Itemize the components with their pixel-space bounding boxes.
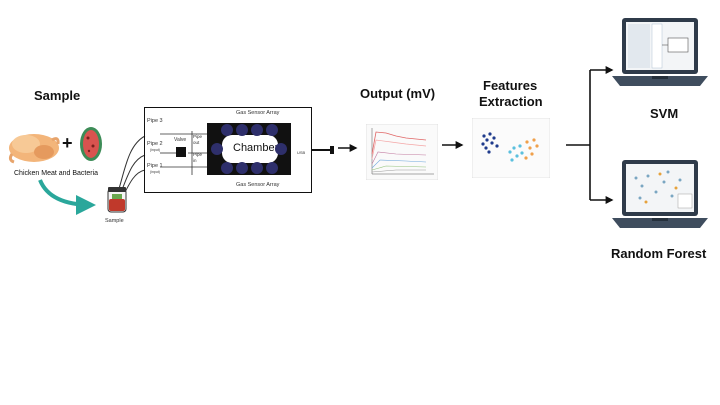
chamber-inner: [222, 135, 278, 163]
jar-label: Sample: [105, 218, 124, 224]
pipe2-sub-label: (input): [150, 148, 160, 152]
random-forest-laptop-icon: [612, 160, 708, 228]
pipe1-sub-label: (input): [150, 170, 160, 174]
device-box: [144, 107, 312, 193]
chicken-meat-icon: [8, 134, 60, 164]
gas-sensor-bottom-label: Gas Sensor Array: [236, 182, 280, 188]
pipe-in-label-a: Pipe: [193, 152, 203, 157]
pipe1-label: Pipe 1: [147, 163, 163, 169]
gas-sensor-top-label: Gas Sensor Array: [236, 110, 280, 116]
pipe-line-1: [117, 135, 146, 193]
valve-block: [176, 147, 186, 157]
device-internal-lines: [160, 131, 208, 175]
sample-arrow: [38, 179, 96, 215]
pipe-in-label-b: in: [193, 158, 197, 163]
features-heading-line1: Features: [483, 78, 538, 93]
features-scatter-plot: [472, 118, 550, 178]
pipe2-label: Pipe 2: [147, 141, 163, 147]
svm-laptop-icon: [612, 18, 708, 86]
pipe-out-label-a: Pipe: [193, 134, 203, 139]
output-signal-plot: [366, 124, 438, 180]
plus-sign: +: [62, 133, 73, 153]
random-forest-label: Random Forest: [611, 246, 707, 261]
sample-caption: Chicken Meat and Bacteria: [14, 170, 99, 177]
svm-label: SVM: [650, 106, 679, 121]
usb-label: USB: [297, 150, 306, 155]
output-heading: Output (mV): [360, 86, 436, 101]
valve-label: Valve: [174, 137, 187, 143]
features-heading-line2: Extraction: [479, 94, 543, 109]
sample-jar-icon: [107, 187, 127, 213]
pipe-out-label-b: out: [193, 140, 200, 145]
pipe3-label: Pipe 3: [147, 118, 163, 124]
bacteria-icon: [80, 127, 102, 161]
chamber-label: Chamber: [233, 142, 279, 154]
sensor-dots: [211, 124, 287, 174]
sample-heading: Sample: [34, 88, 81, 103]
